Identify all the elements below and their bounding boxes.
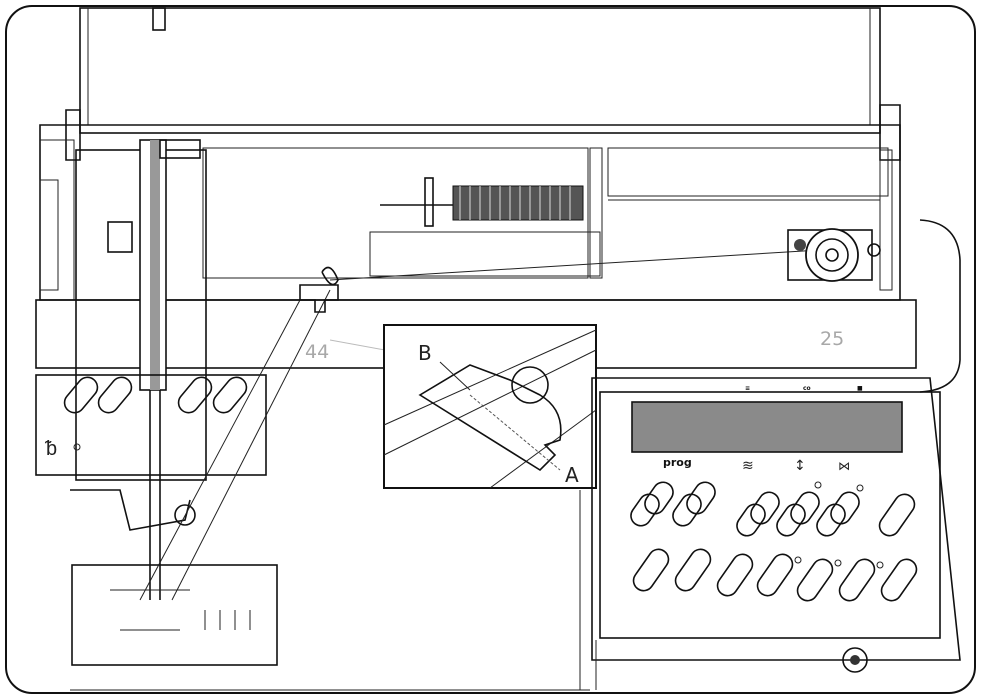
adjust-buttons (627, 478, 919, 539)
left-button-1[interactable] (60, 373, 101, 416)
left-button-2[interactable] (94, 373, 135, 416)
memory-button[interactable] (714, 550, 757, 599)
power-switch-icon[interactable] (842, 647, 868, 673)
control-panel: ≡ co ■ ≋ ↕ ⋈ (591, 377, 961, 673)
needle-plate (71, 564, 278, 666)
thread-path-line (329, 249, 821, 281)
pattern-minus-button[interactable] (813, 500, 849, 539)
mode-icon-1: ≡ (745, 385, 750, 392)
scale-button[interactable] (794, 555, 837, 604)
needle-head (35, 139, 278, 666)
balance-button[interactable] (836, 555, 879, 604)
inset-label-a: A (565, 463, 579, 487)
display-button[interactable] (876, 490, 919, 539)
pattern-icon: ⋈ (838, 459, 850, 473)
mode-icon-2: co (803, 385, 811, 392)
left-button-prog[interactable] (174, 373, 215, 416)
stitch-length-icon: ↕ (794, 458, 806, 474)
prog-minus-button[interactable] (627, 490, 663, 529)
machine-body (35, 124, 961, 393)
callout-leader-44 (171, 289, 331, 601)
mem-minus-button[interactable] (672, 545, 715, 594)
left-button-4[interactable] (209, 373, 250, 416)
brand-logo: ᵬ (44, 436, 57, 460)
lcd-display (631, 401, 903, 453)
stitch-selector-icon (107, 221, 133, 253)
tension-knob-icon (174, 504, 196, 526)
thread-guide-44 (299, 284, 339, 313)
lid (65, 7, 901, 161)
left-button-group: ᵬ (44, 373, 250, 460)
callout-25: 25 (820, 328, 844, 350)
thread-spool (452, 185, 584, 221)
inset-detail (383, 324, 597, 489)
callout-44: 44 (305, 341, 329, 363)
thread-guide-detail (418, 364, 562, 472)
prog-label: prog (663, 456, 692, 469)
prog-plus-button[interactable] (641, 478, 677, 517)
inset-label-b: B (418, 341, 432, 365)
mirror-plus-button[interactable] (683, 478, 719, 517)
bobbin-winder-25 (787, 228, 881, 282)
figure-frame (5, 5, 976, 694)
pattern-plus-button[interactable] (827, 488, 863, 527)
function-button[interactable] (878, 555, 921, 604)
stitch-width-icon: ≋ (742, 458, 754, 474)
width-minus-button[interactable] (733, 500, 769, 539)
length-plus-button[interactable] (787, 488, 823, 527)
clear-button[interactable] (754, 550, 797, 599)
mem-plus-button[interactable] (630, 545, 673, 594)
memory-buttons (630, 545, 921, 604)
mirror-minus-button[interactable] (669, 490, 705, 529)
width-plus-button[interactable] (747, 488, 783, 527)
length-minus-button[interactable] (773, 500, 809, 539)
mode-icon-3: ■ (857, 385, 863, 392)
